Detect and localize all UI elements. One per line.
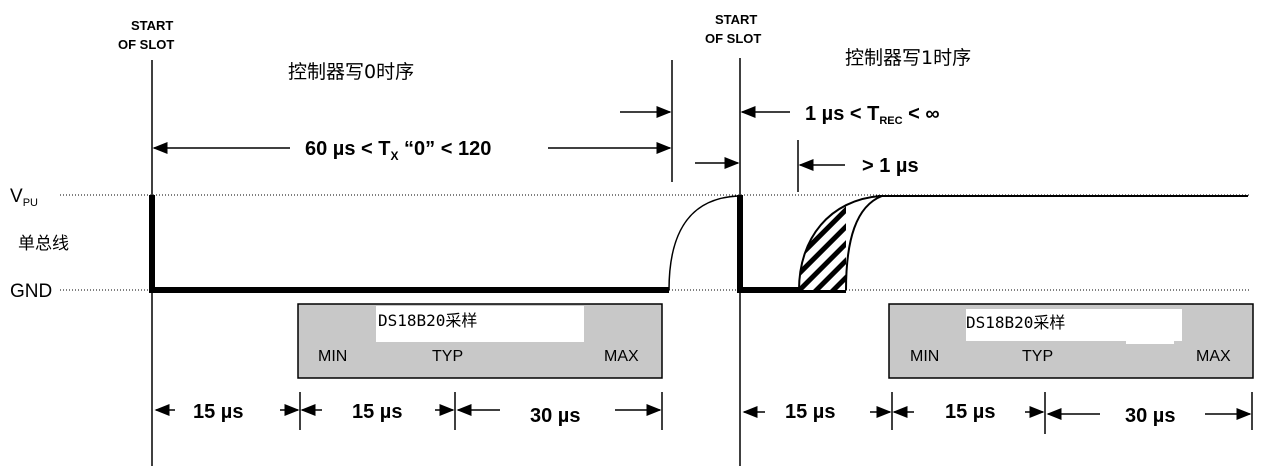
write1-release-hatched-region xyxy=(799,196,880,290)
right-sample-typ: TYP xyxy=(1022,348,1053,365)
left-sample-max: MAX xyxy=(604,348,639,365)
left-duration-1: 15 µs xyxy=(193,401,243,423)
gnd-label: GND xyxy=(10,281,52,302)
left-duration-3: 30 µs xyxy=(530,405,580,427)
right-sample-title: DS18B20采样 xyxy=(966,313,1065,332)
left-start-label-2: OF SLOT xyxy=(118,37,174,52)
right-start-label: START xyxy=(715,12,757,27)
left-duration-2: 15 µs xyxy=(352,401,402,423)
left-sample-title: DS18B20采样 xyxy=(378,311,477,330)
write0-recovery-curve xyxy=(668,195,739,291)
right-sample-max: MAX xyxy=(1196,348,1231,365)
write0-title: 控制器写0时序 xyxy=(288,61,414,83)
right-duration-ruler xyxy=(742,392,1253,434)
right-sample-title-bg-2 xyxy=(1126,339,1174,344)
right-duration-3: 30 µs xyxy=(1125,405,1175,427)
trec-label: 1 µs < TREC < ∞ xyxy=(805,103,940,127)
write1-rise-curve-inner xyxy=(845,195,883,291)
vpu-label: VPU xyxy=(10,186,38,209)
tx-label: 60 µs < TX “0” < 120 xyxy=(305,138,491,163)
right-sample-title-bg xyxy=(966,309,1182,341)
left-duration-ruler xyxy=(154,392,663,430)
left-sample-title-bg xyxy=(376,306,584,342)
right-duration-1: 15 µs xyxy=(785,401,835,423)
left-sample-min: MIN xyxy=(318,348,347,365)
bus-label: 单总线 xyxy=(18,234,69,254)
write1-rise-curve-outer xyxy=(798,195,881,291)
right-duration-2: 15 µs xyxy=(945,401,995,423)
left-sample-typ: TYP xyxy=(432,348,463,365)
left-sample-box: DS18B20采样 MIN TYP MAX xyxy=(297,303,663,379)
level-labels: VPU 单总线 GND xyxy=(10,186,69,302)
write0-waveform xyxy=(149,195,669,293)
write1-title: 控制器写1时序 xyxy=(845,47,971,69)
gt1us-label: > 1 µs xyxy=(862,155,919,177)
right-sample-box: DS18B20采样 MIN TYP MAX xyxy=(888,303,1254,379)
right-start-label-2: OF SLOT xyxy=(705,31,761,46)
left-start-label: START xyxy=(131,18,173,33)
right-sample-min: MIN xyxy=(910,348,939,365)
